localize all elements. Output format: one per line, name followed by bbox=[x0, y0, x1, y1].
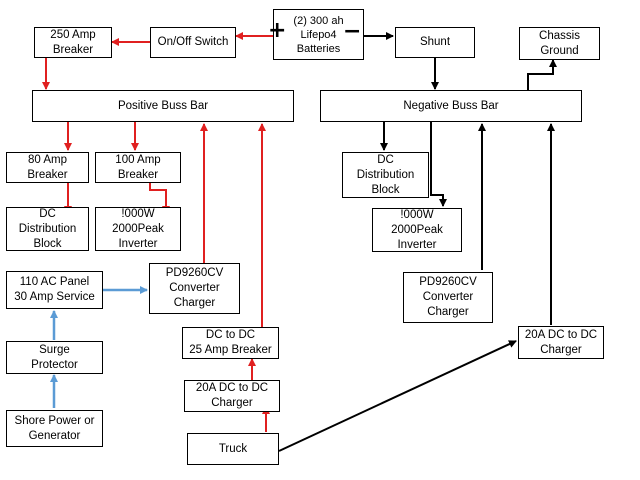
positive-terminal-icon: + bbox=[268, 18, 287, 43]
node-shore-power: Shore Power or Generator bbox=[6, 410, 103, 447]
node-chassis-ground: Chassis Ground bbox=[519, 27, 600, 60]
wire-neg-buss-to-chassis bbox=[527, 59, 557, 90]
node-on-off-switch: On/Off Switch bbox=[150, 27, 236, 58]
node-80-amp-breaker: 80 Amp Breaker bbox=[6, 152, 89, 183]
node-dc-to-dc-breaker: DC to DC 25 Amp Breaker bbox=[182, 327, 279, 359]
node-100-amp-breaker: 100 Amp Breaker bbox=[95, 152, 181, 183]
node-surge-protector: Surge Protector bbox=[6, 341, 103, 374]
negative-terminal-icon: − bbox=[343, 19, 362, 44]
node-dc-to-dc-charger-right: 20A DC to DC Charger bbox=[518, 326, 604, 359]
wire-100-breaker-to-inverter bbox=[149, 181, 170, 214]
node-dc-to-dc-charger-left: 20A DC to DC Charger bbox=[184, 380, 280, 412]
node-negative-buss-bar: Negative Buss Bar bbox=[320, 90, 582, 122]
node-ac-panel: 110 AC Panel 30 Amp Service bbox=[6, 271, 103, 309]
node-dc-distribution-right: DC Distribution Block bbox=[342, 152, 429, 198]
node-inverter-right: !000W 2000Peak Inverter bbox=[372, 208, 462, 252]
node-truck: Truck bbox=[187, 433, 279, 465]
wire-neg-buss-to-inverter bbox=[430, 120, 447, 207]
node-batteries: (2) 300 ah Lifepo4 Batteries bbox=[273, 9, 364, 60]
node-converter-right: PD9260CV Converter Charger bbox=[403, 272, 493, 323]
wire-truck-to-dcdc-right bbox=[278, 340, 517, 452]
node-shunt: Shunt bbox=[395, 27, 475, 58]
node-converter-left: PD9260CV Converter Charger bbox=[149, 263, 240, 314]
node-positive-buss-bar: Positive Buss Bar bbox=[32, 90, 294, 122]
node-inverter-left: !000W 2000Peak Inverter bbox=[95, 207, 181, 251]
node-dc-distribution-left: DC Distribution Block bbox=[6, 207, 89, 251]
node-250-amp-breaker: 250 Amp Breaker bbox=[34, 27, 112, 58]
